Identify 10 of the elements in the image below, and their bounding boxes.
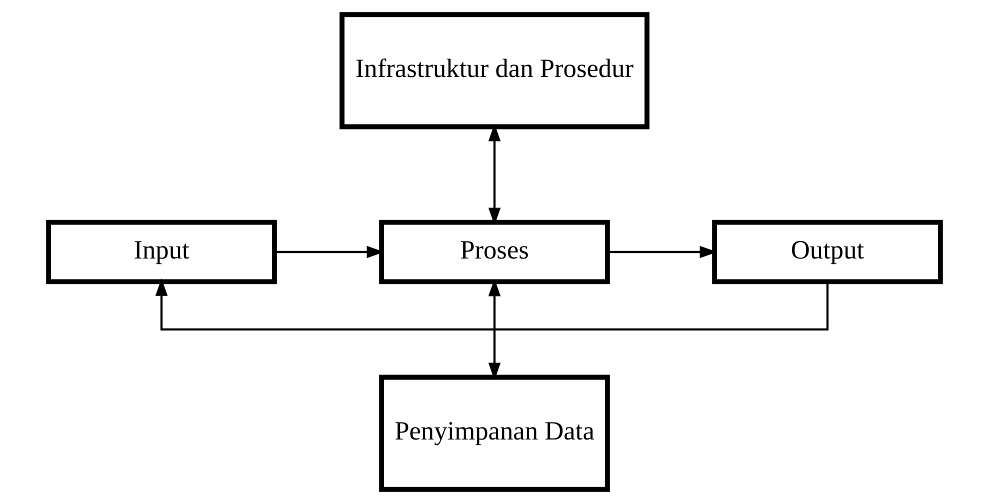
arrow [488, 278, 501, 380]
node-box: Proses [379, 220, 610, 284]
node-box: Penyimpanan Data [379, 374, 610, 492]
node-box: Infrastruktur dan Prosedur [340, 12, 650, 130]
arrow [608, 246, 718, 258]
arrow [274, 246, 384, 258]
node-box: Output [712, 220, 943, 284]
arrow [488, 124, 501, 226]
arrow [155, 278, 829, 331]
node-box: Input [46, 220, 277, 284]
